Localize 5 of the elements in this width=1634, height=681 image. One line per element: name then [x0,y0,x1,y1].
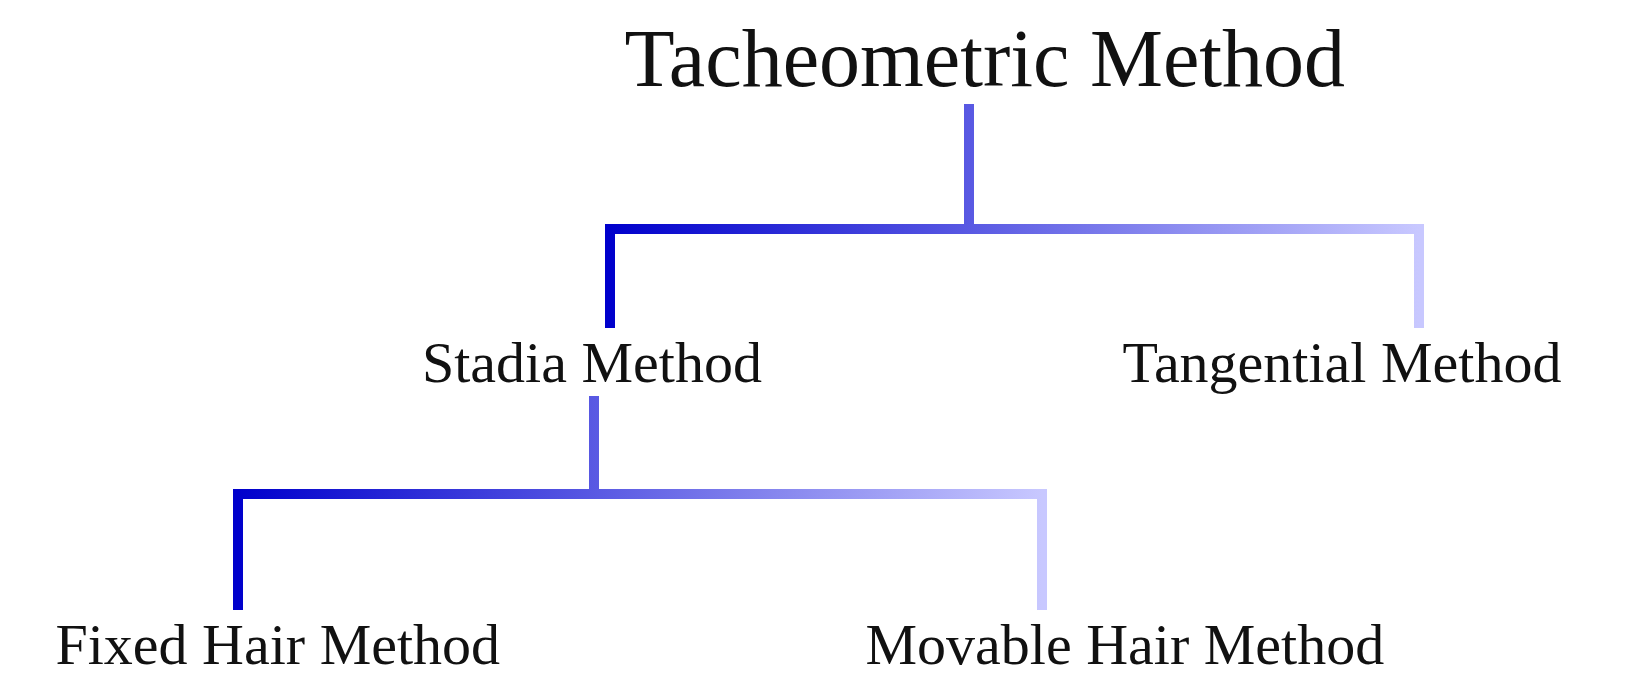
method-label: Stadia Method [422,334,762,392]
method-label: Fixed Hair Method [55,616,501,674]
method-label: Movable Hair Method [865,616,1385,674]
method-label: Tacheometric Method [624,18,1346,100]
method-label: Tangential Method [1122,334,1562,392]
